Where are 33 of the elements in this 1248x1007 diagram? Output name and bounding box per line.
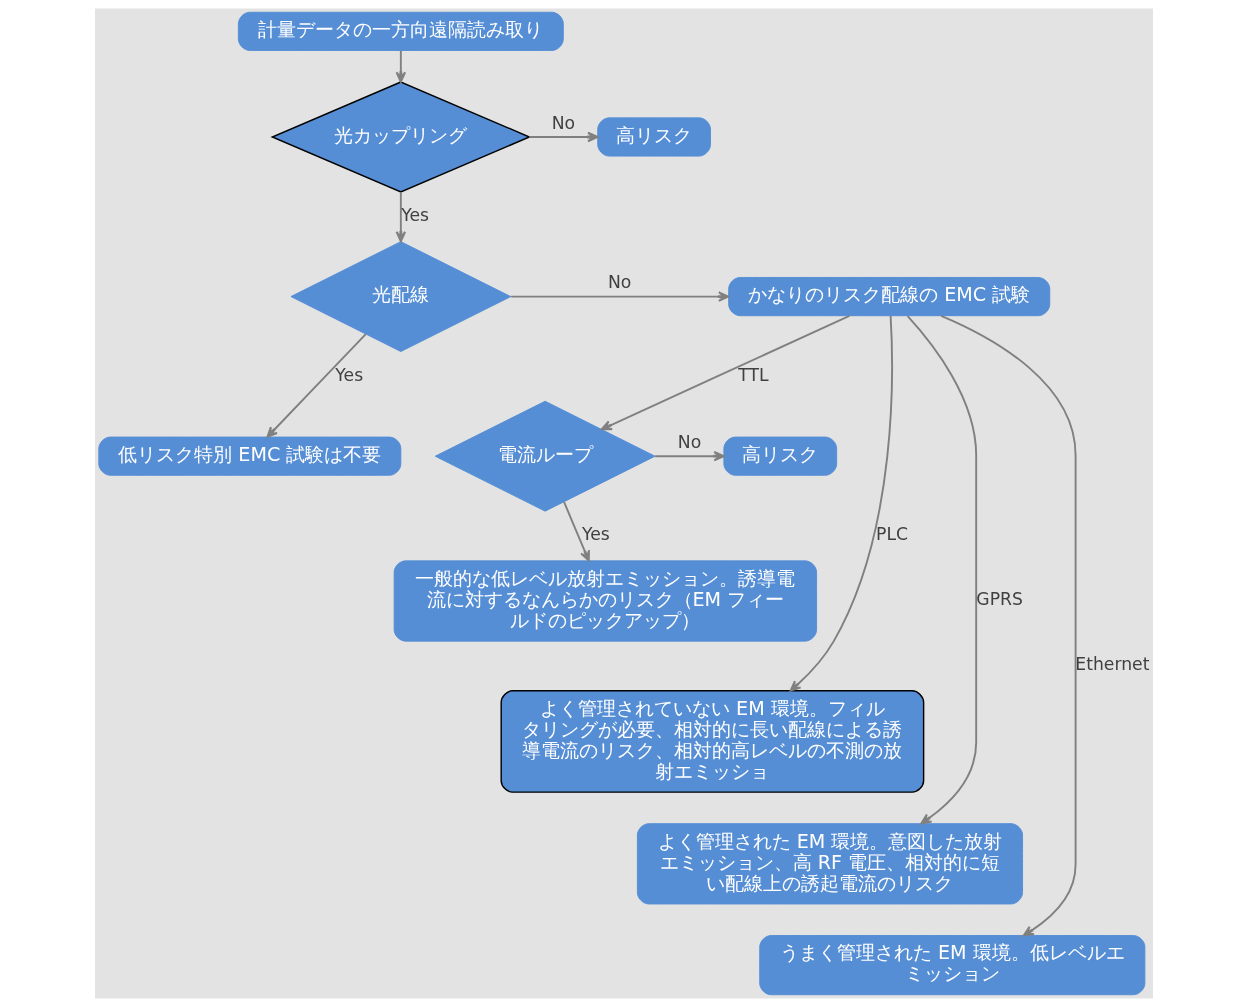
edge-label: Yes bbox=[581, 524, 610, 545]
edge-label: Yes bbox=[335, 364, 364, 385]
node-box: 高リスク bbox=[723, 436, 838, 476]
edge-label: No bbox=[677, 431, 702, 452]
edge-label: Yes bbox=[401, 204, 430, 225]
arrow bbox=[510, 291, 730, 302]
arrow bbox=[266, 333, 367, 438]
edge-label: No bbox=[551, 112, 576, 133]
node-box: かなりのリスク配線の EMC 試験 bbox=[728, 277, 1051, 317]
node-diamond: 光カップリング bbox=[270, 81, 532, 193]
node-box: 計量データの一方向遠隔読み取り bbox=[237, 11, 564, 51]
arrow bbox=[600, 314, 851, 431]
node-box: 高リスク bbox=[597, 117, 711, 157]
arrow bbox=[906, 315, 978, 825]
node-box: うまく管理された EM 環境。低レベルエミッション bbox=[759, 935, 1146, 996]
arrow bbox=[528, 131, 599, 143]
edge-label: TTL bbox=[738, 364, 769, 385]
node-box: よく管理されていない EM 環境。フィルタリングが必要、相対的に長い配線による誘導電流のリスク、相対的高レベルの不測の放射エミッショ bbox=[500, 690, 925, 793]
arrow bbox=[395, 191, 407, 243]
arrow bbox=[940, 314, 1077, 937]
edge-label: PLC bbox=[876, 524, 909, 545]
node-box: 一般的な低レベル放射エミッション。誘導電流に対するなんらかのリスク（EM フィールドのピックアップ） bbox=[393, 560, 818, 642]
edge-label: Ethernet bbox=[1075, 654, 1150, 675]
arrow bbox=[395, 49, 407, 83]
node-box: 低リスク特別 EMC 試験は不要 bbox=[98, 436, 402, 476]
node-diamond: 光配線 bbox=[290, 241, 512, 353]
node-diamond: 電流ループ bbox=[434, 400, 656, 512]
edge-label: GPRS bbox=[976, 589, 1023, 610]
edge-label: No bbox=[608, 272, 632, 293]
node-box: よく管理された EM 環境。意図した放射エミッション、高 RF 電圧、相対的に短い配線上の誘起電流のリスク bbox=[636, 823, 1023, 905]
arrow bbox=[563, 501, 590, 562]
arrow bbox=[789, 314, 893, 692]
arrow bbox=[654, 450, 725, 462]
